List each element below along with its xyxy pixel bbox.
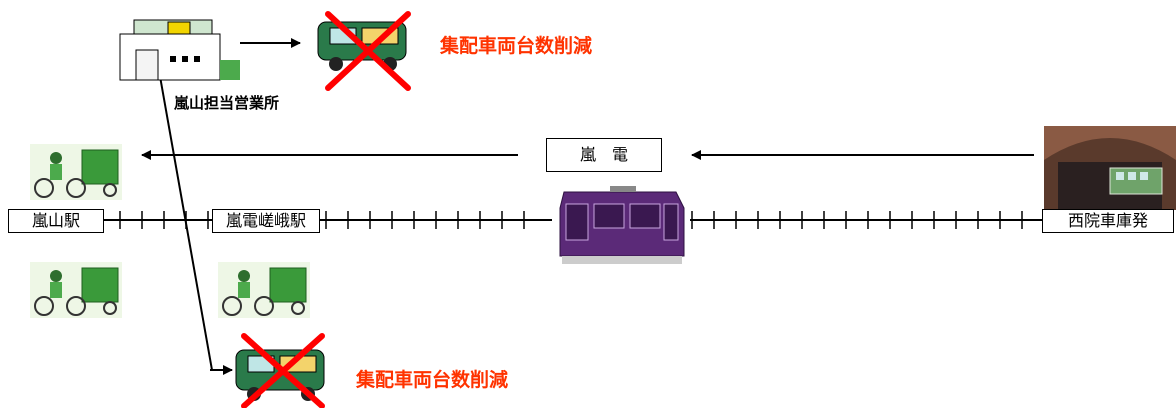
- station-sai-depot: 西院車庫発: [1042, 209, 1174, 233]
- cross-mark-icon: [325, 11, 411, 91]
- tram-label: 嵐 電: [546, 138, 662, 172]
- cargo-bicycle-icon: [30, 262, 122, 318]
- depot-photo-icon: [1044, 126, 1176, 210]
- station-saga: 嵐電嵯峨駅: [212, 209, 320, 233]
- office-building-icon: [119, 19, 240, 81]
- cargo-bicycle-icon: [30, 144, 122, 200]
- reduction-label-bottom: 集配車両台数削減: [356, 369, 509, 391]
- office-to-bottom-van-line: [157, 64, 213, 371]
- cargo-bicycle-icon: [218, 262, 310, 318]
- office-label: 嵐山担当営業所: [174, 94, 280, 112]
- cross-mark-icon: [241, 333, 325, 408]
- tram-icon: [552, 186, 690, 266]
- station-arashiyama: 嵐山駅: [8, 209, 104, 233]
- reduction-label-top: 集配車両台数削減: [440, 35, 593, 57]
